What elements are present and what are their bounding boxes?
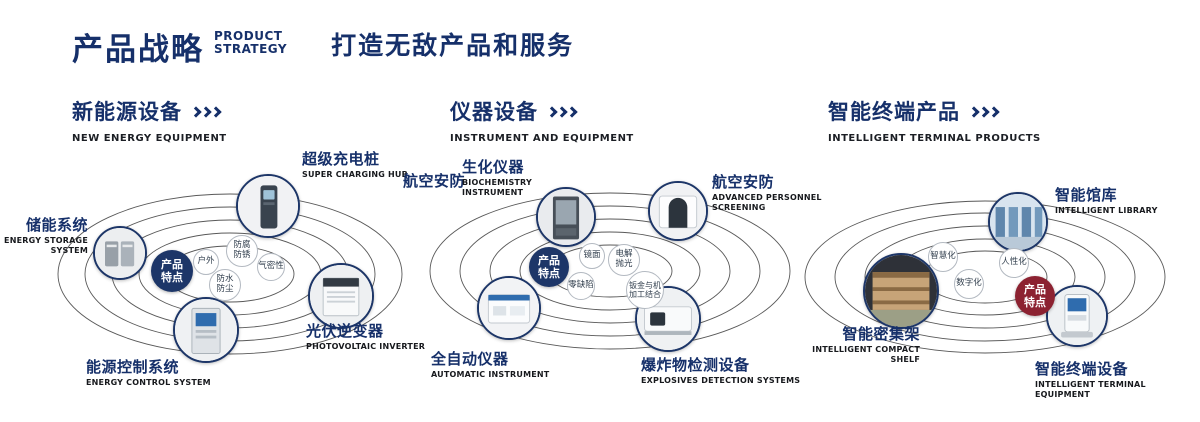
- feature-bubble: 数字化: [954, 269, 984, 299]
- product-node-energy-control: [173, 297, 239, 363]
- page-title: 产品战略: [72, 32, 204, 68]
- terminal-equipment-image: [1048, 287, 1106, 345]
- page-subtitle-line2: STRATEGY: [214, 41, 288, 56]
- page-subtitle-line1: PRODUCT: [214, 29, 283, 43]
- label-automatic-instrument: 全自动仪器 AUTOMATIC INSTRUMENT: [431, 350, 550, 379]
- section-subtitle-instrument: INSTRUMENT AND EQUIPMENT: [450, 133, 634, 144]
- label-aviation-security-side: 航空安防: [403, 172, 466, 190]
- feature-bubble: 人性化: [999, 248, 1029, 278]
- feature-bubble: 零缺陷: [567, 272, 595, 300]
- label-energy-control: 能源控制系统 ENERGY CONTROL SYSTEM: [86, 358, 211, 387]
- intelligent-library-image: [990, 194, 1046, 250]
- triple-chevron-icon: [546, 106, 578, 118]
- section-header-intelligent: 智能终端产品 INTELLIGENT TERMINAL PRODUCTS: [828, 96, 1041, 144]
- personnel-screening-image: [650, 183, 706, 239]
- energy-storage-image: [95, 228, 145, 278]
- page-subtitle: PRODUCT STRATEGY: [214, 30, 287, 55]
- product-features-badge: 产品特点: [151, 250, 193, 292]
- product-node-charging-hub: [236, 174, 300, 238]
- biochemistry-instrument-image: [538, 189, 594, 245]
- label-explosives-detection: 爆炸物检测设备 EXPLOSIVES DETECTION SYSTEMS: [641, 356, 801, 385]
- automatic-instrument-image: [479, 278, 539, 338]
- feature-bubble: 钣金与机加工结合: [626, 271, 664, 309]
- section-title-new-energy: 新能源设备: [72, 100, 182, 124]
- product-node-automatic-instrument: [477, 276, 541, 340]
- feature-bubble: 防水防尘: [209, 269, 241, 301]
- product-node-personnel-screening: [648, 181, 708, 241]
- header: 产品战略 PRODUCT STRATEGY 打造无敌产品和服务: [72, 24, 574, 69]
- section-title-intelligent: 智能终端产品: [828, 100, 960, 124]
- energy-control-image: [175, 299, 237, 361]
- label-intelligent-library: 智能馆库 INTELLIGENT LIBRARY: [1055, 186, 1158, 215]
- charging-hub-image: [238, 176, 298, 236]
- label-terminal-equipment: 智能终端设备 INTELLIGENT TERMINAL EQUIPMENT: [1035, 360, 1146, 400]
- triple-chevron-icon: [968, 106, 1000, 118]
- feature-bubble: 镜面: [579, 243, 605, 269]
- feature-bubble: 防腐防锈: [226, 235, 258, 267]
- section-subtitle-new-energy: NEW ENERGY EQUIPMENT: [72, 133, 227, 144]
- compact-shelf-image: [865, 255, 937, 327]
- product-node-energy-storage: [93, 226, 147, 280]
- section-header-instrument: 仪器设备 INSTRUMENT AND EQUIPMENT: [450, 96, 634, 144]
- label-pv-inverter: 光伏逆变器 PHOTOVOLTAIC INVERTER: [306, 322, 426, 351]
- product-node-biochemistry: [536, 187, 596, 247]
- section-subtitle-intelligent: INTELLIGENT TERMINAL PRODUCTS: [828, 133, 1041, 144]
- label-charging-hub: 超级充电桩 SUPER CHARGING HUB: [302, 150, 408, 179]
- product-node-intelligent-library: [988, 192, 1048, 252]
- product-features-badge: 产品特点: [1015, 276, 1055, 316]
- label-energy-storage: 储能系统 ENERGY STORAGE SYSTEM: [4, 216, 88, 256]
- feature-bubble: 气密性: [257, 253, 285, 281]
- label-biochemistry: 生化仪器 BIOCHEMISTRY INSTRUMENT: [462, 158, 532, 198]
- feature-bubble: 智慧化: [928, 242, 958, 272]
- section-header-new-energy: 新能源设备 NEW ENERGY EQUIPMENT: [72, 96, 227, 144]
- feature-bubble: 电解抛光: [608, 244, 640, 276]
- section-title-instrument: 仪器设备: [450, 100, 538, 124]
- feature-bubble: 户外: [193, 249, 219, 275]
- label-compact-shelf: 智能密集架 INTELLIGENT COMPACT SHELF: [812, 325, 920, 365]
- product-features-badge: 产品特点: [529, 247, 569, 287]
- label-personnel-screening: 航空安防 ADVANCED PERSONNEL SCREENING: [712, 173, 822, 213]
- page-slogan: 打造无敌产品和服务: [331, 31, 575, 60]
- pv-inverter-image: [310, 265, 372, 327]
- product-node-terminal-equipment: [1046, 285, 1108, 347]
- triple-chevron-icon: [190, 106, 222, 118]
- product-node-compact-shelf: [863, 253, 939, 329]
- product-node-pv-inverter: [308, 263, 374, 329]
